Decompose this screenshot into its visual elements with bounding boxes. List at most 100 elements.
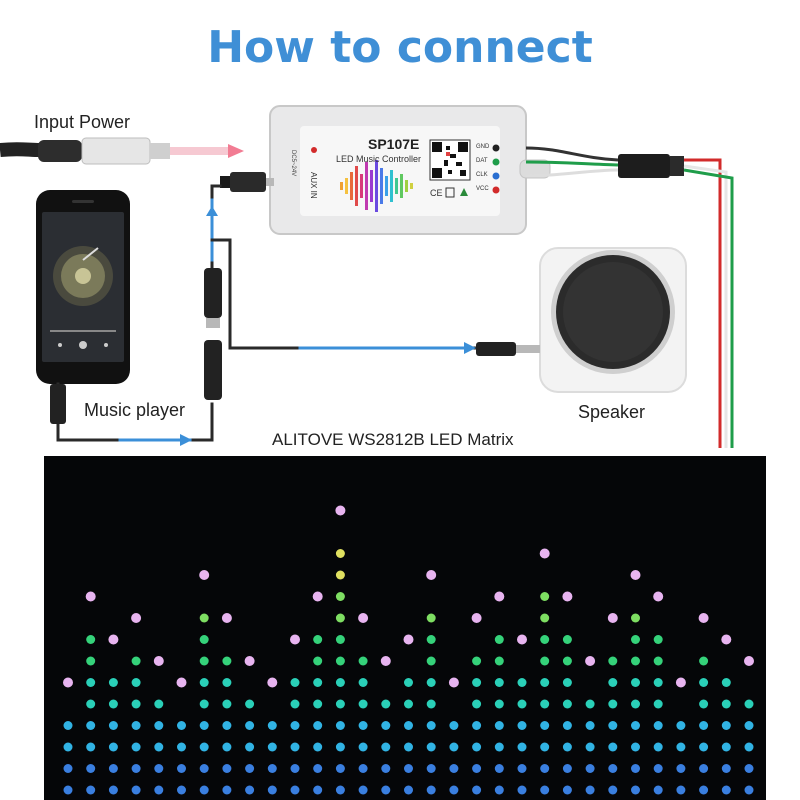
led-dot [222, 764, 232, 773]
led-dot [721, 678, 731, 687]
led-dot [653, 721, 663, 730]
led-dot [449, 742, 459, 752]
led-dot [585, 764, 595, 773]
led-dot [108, 721, 118, 730]
led-dot [472, 699, 482, 709]
led-dot [335, 721, 345, 730]
led-dot [177, 721, 186, 730]
pin-label-dat: DAT [476, 158, 488, 164]
led-dot [653, 699, 663, 709]
led-dot [494, 721, 504, 730]
led-dot [540, 678, 550, 687]
pin-dot-gnd [492, 144, 500, 152]
led-dot [699, 785, 709, 795]
led-dot [631, 613, 640, 623]
led-dot [313, 742, 323, 752]
led-dot [699, 656, 709, 666]
pin-dot-dat [492, 158, 500, 166]
led-dot [585, 785, 595, 795]
led-dot [426, 699, 436, 709]
led-dot [131, 785, 141, 795]
led-dot [472, 656, 482, 666]
led-dot [404, 721, 413, 730]
led-dot [404, 785, 413, 795]
certification-marks: CE [430, 187, 468, 198]
led-dot [517, 721, 527, 730]
led-dot [245, 721, 255, 730]
led-dot [426, 785, 436, 795]
led-dot [177, 764, 186, 773]
led-dot [358, 678, 368, 687]
sp107e-controller: CE [269, 105, 551, 235]
led-dot [267, 742, 277, 752]
qr-code [429, 139, 471, 181]
led-dot [721, 721, 731, 730]
led-peak-dot [358, 613, 369, 623]
led-peak-dot [607, 613, 618, 623]
led-dot [335, 592, 345, 601]
led-dot [177, 742, 186, 752]
led-dot [426, 764, 436, 773]
led-dot [404, 764, 413, 773]
led-peak-dot [85, 591, 96, 602]
led-dot [335, 699, 345, 709]
page-title: How to connect [207, 22, 593, 73]
output-wires [525, 146, 734, 448]
led-dot [199, 785, 209, 795]
led-dot [540, 699, 550, 709]
led-dot [426, 721, 436, 730]
led-dot [540, 635, 550, 644]
led-dot [335, 635, 345, 644]
led-dot [108, 678, 118, 687]
led-dot [245, 785, 255, 795]
led-peak-dot [471, 613, 482, 623]
led-matrix-label: ALITOVE WS2812B LED Matrix [272, 430, 514, 449]
led-dot [699, 678, 709, 687]
led-dot [86, 635, 96, 644]
led-dot [404, 678, 413, 687]
led-dot [562, 656, 572, 666]
led-dot [335, 656, 345, 666]
led-dot [199, 742, 209, 752]
led-dot [245, 742, 255, 752]
led-dot [313, 721, 323, 730]
pin-label-gnd: GND [476, 144, 490, 150]
led-dot [517, 764, 527, 773]
led-dot [699, 699, 709, 709]
smartphone [36, 190, 130, 384]
audio-arrow-up [206, 206, 218, 216]
led-dot [494, 785, 504, 795]
led-dot [313, 635, 323, 644]
svg-text:CE: CE [430, 188, 443, 198]
led-dot [426, 613, 436, 623]
led-dot [540, 656, 550, 666]
led-dot [131, 742, 141, 752]
led-dot [335, 549, 345, 558]
led-dot [653, 764, 663, 773]
led-peak-dot [585, 656, 596, 666]
led-dot [86, 699, 96, 709]
led-dot [494, 699, 504, 709]
led-dot [154, 699, 164, 709]
led-dot [381, 699, 391, 709]
led-dot [585, 742, 595, 752]
led-dot [562, 785, 572, 795]
led-dot [653, 635, 663, 644]
led-dot [131, 721, 141, 730]
audio-arrow-bottom [180, 434, 192, 446]
led-matrix-leds [63, 505, 754, 795]
led-dot [313, 699, 323, 709]
led-dot [131, 678, 141, 687]
led-dot [494, 742, 504, 752]
led-dot [744, 785, 754, 795]
led-dot [631, 764, 640, 773]
led-peak-dot [176, 677, 187, 688]
led-dot [358, 764, 368, 773]
led-dot [744, 721, 754, 730]
led-peak-dot [199, 570, 210, 580]
power-indicator [311, 147, 317, 153]
led-dot [562, 764, 572, 773]
led-peak-dot [267, 677, 278, 688]
led-dot [335, 678, 345, 687]
